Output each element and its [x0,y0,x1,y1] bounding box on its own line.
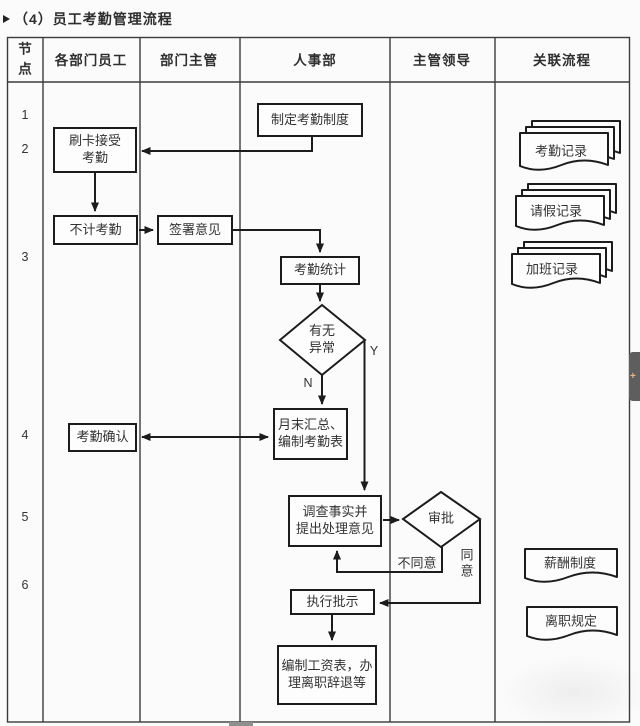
step-attendance-stats: 考勤统计 [280,256,360,285]
edge-label-yes: Y [369,344,379,358]
column-header-hr: 人事部 [293,53,337,68]
doc-label-resignation-rule: 离职规定 [544,613,598,629]
doc-salary-policy [524,548,618,583]
column-header-supervisor: 部门主管 [160,53,218,68]
flow-arrows [91,137,481,641]
step-sign-opinion: 签署意见 [157,215,233,245]
column-header-employees: 各部门员工 [54,53,128,68]
step-no-attendance: 不计考勤 [53,215,138,245]
approval-decision-diamond [401,490,482,549]
arrow-policy-to-swipecard [141,137,313,155]
column-header-related: 关联流程 [533,53,591,68]
node-number-3: 3 [21,250,29,264]
approval-decision-label: 审批 [427,510,455,526]
step-execute-order: 执行批示 [290,589,375,615]
doc-resignation-rule [526,606,618,641]
node-number-5: 5 [21,510,29,524]
doc-label-attendance-record: 考勤记录 [534,143,588,159]
bottom-edge-tab [229,722,253,726]
doc-overtime-record [511,241,613,289]
column-header-node: 节 点 [18,41,32,76]
doc-attendance-record [519,120,621,171]
step-payroll: 编制工资表，办 理离职辞退等 [277,645,377,705]
edge-label-disagree: 不同意 [397,555,437,571]
node-number-6: 6 [21,578,29,592]
plus-icon: + [630,371,636,382]
title-bullet-icon [3,15,10,23]
node-number-1: 1 [21,108,29,122]
node-number-4: 4 [21,428,29,442]
doc-label-overtime-record: 加班记录 [525,261,579,277]
arrow-approval-disagree-to-investigate [333,547,443,573]
edge-label-agree: 同 意 [460,547,474,578]
step-monthly-summary: 月末汇总、 编制考勤表 [273,408,348,460]
anomaly-decision-label: 有无 异常 [308,323,336,355]
node-number-2: 2 [21,142,29,156]
arrow-approval-agree-to-execute [379,520,481,607]
edge-label-no: N [303,376,313,390]
doc-leave-record [515,183,617,231]
step-swipe-card: 刷卡接受 考勤 [53,127,137,173]
doc-label-salary-policy: 薪酬制度 [543,555,597,571]
doc-label-leave-record: 请假记录 [529,203,583,219]
side-tab-handle[interactable]: + [629,352,640,401]
watermark-smudge [500,655,640,726]
anomaly-decision-diamond [278,303,367,377]
swimlane-grid [6,36,631,723]
page-title: （4）员工考勤管理流程 [14,11,173,27]
arrow-sign-to-stats [233,229,324,253]
step-make-policy: 制定考勤制度 [257,103,363,137]
step-investigate: 调查事实并 提出处理意见 [288,495,382,547]
column-header-leader: 主管领导 [413,53,471,68]
step-attendance-confirm: 考勤确认 [68,423,137,452]
